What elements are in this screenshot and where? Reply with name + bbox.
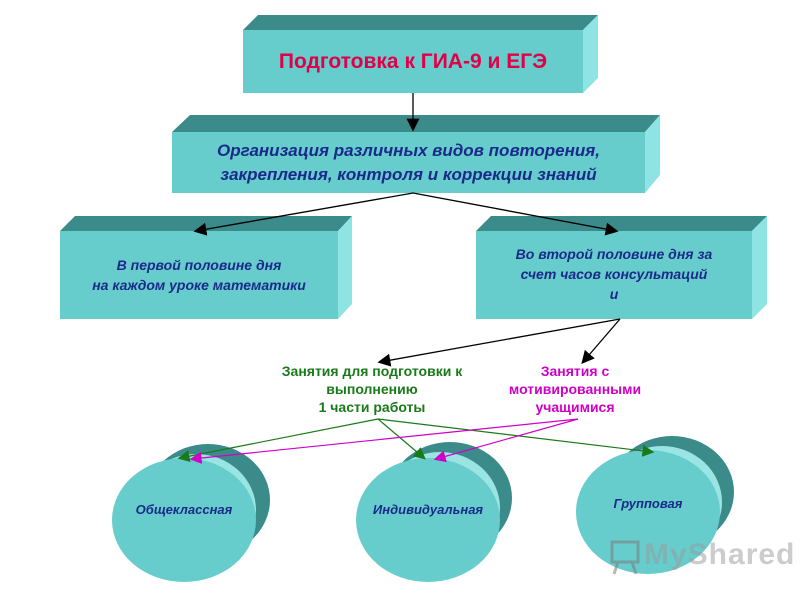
oval-individual — [356, 442, 512, 582]
label-motivated-line3: учащимися — [535, 399, 615, 415]
arrow-right-to-prep — [377, 318, 621, 367]
green-arrow-to-individual — [377, 418, 426, 460]
label-prep-line3: 1 части работы — [318, 399, 426, 415]
oval-general — [112, 444, 270, 582]
arrow-second-to-right — [412, 192, 619, 236]
label-motivated-line2: мотивированными — [508, 381, 642, 397]
arrow-second-to-left — [193, 192, 414, 236]
label-motivated: Занятия с мотивированными учащимися — [495, 362, 655, 416]
arrow-right-to-motivated — [581, 318, 621, 364]
green-arrow-to-group — [377, 418, 655, 457]
left-box-line2: на каждом уроке математики — [92, 277, 306, 293]
label-prep: Занятия для подготовки к выполнению 1 ча… — [262, 362, 482, 416]
top-box — [243, 15, 598, 93]
watermark-logo-icon — [610, 540, 640, 575]
pink-arrow-to-general — [189, 418, 579, 464]
label-motivated-line1: Занятия с — [540, 363, 610, 379]
label-prep-line1: Занятия для подготовки к — [281, 363, 463, 379]
second-box-text: Организация различных видов повторения, … — [172, 132, 645, 193]
second-box-line2: закрепления, контроля и коррекции знаний — [220, 164, 597, 184]
right-box — [476, 216, 767, 319]
right-box-line3: и — [609, 286, 619, 302]
oval-group-label: Групповая — [613, 496, 683, 511]
right-box-line2: счет часов консультаций — [520, 266, 708, 282]
label-prep-line2: выполнению — [326, 381, 418, 397]
watermark-text: MyShared — [644, 538, 796, 571]
second-box-line1: Организация различных видов повторения, — [217, 140, 600, 160]
oval-general-label: Общеклассная — [135, 502, 233, 517]
oval-individual-label: Индивидуальная — [372, 502, 484, 517]
left-box-line1: В первой половине дня — [116, 257, 282, 273]
right-box-text: Во второй половине дня за счет часов кон… — [476, 238, 752, 310]
right-box-line1: Во второй половине дня за — [515, 246, 713, 262]
pink-arrow-to-individual — [433, 418, 579, 463]
left-box-text: В первой половине дня на каждом уроке ма… — [60, 240, 338, 310]
top-box-label: Подготовка к ГИА-9 и ЕГЭ — [278, 49, 548, 73]
green-arrow-to-general — [177, 418, 379, 463]
